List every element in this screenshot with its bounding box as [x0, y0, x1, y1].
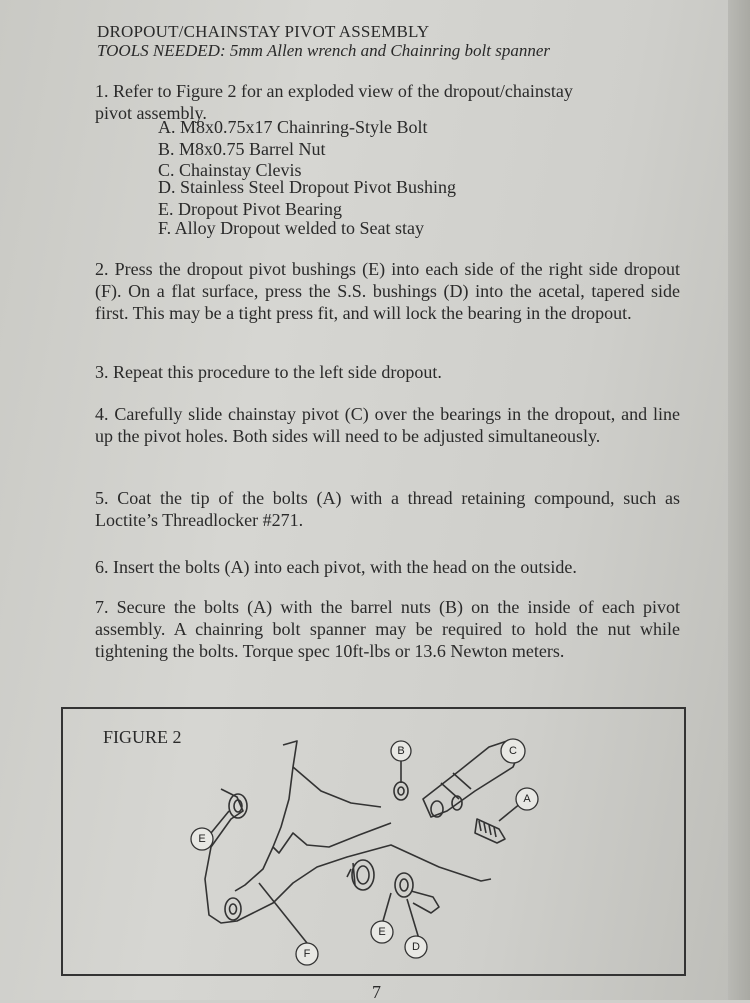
page-edge [728, 0, 750, 1000]
step-2: 2. Press the dropout pivot bushings (E) … [95, 259, 680, 323]
step-1-line-2: pivot assembly. [95, 103, 207, 123]
bearing-e-left [228, 793, 248, 819]
callout-e-right-circle [370, 920, 394, 944]
callout-f-circle [295, 942, 319, 966]
step-5: 5. Coat the tip of the bolts (A) with a … [95, 488, 680, 530]
seat-stay-drawing [272, 740, 392, 854]
step-7: 7. Secure the bolts (A) with the barrel … [95, 597, 680, 661]
part-a: A. M8x0.75x17 Chainring-Style Bolt [158, 117, 428, 137]
bolt-a [474, 818, 506, 844]
step-4: 4. Carefully slide chainstay pivot (C) o… [95, 404, 680, 446]
exploded-view-diagram: B C A E E D F [190, 738, 539, 966]
callout-d-circle [404, 935, 428, 959]
dropout-pivot-hole [224, 897, 242, 921]
callout-c-circle [500, 738, 526, 764]
callout-d: D [412, 941, 420, 953]
tools-needed: TOOLS NEEDED: 5mm Allen wrench and Chain… [97, 41, 551, 60]
page-number: 7 [372, 982, 381, 1002]
figure-label: FIGURE 2 [103, 727, 182, 747]
section-title: DROPOUT/CHAINSTAY PIVOT ASSEMBLY [97, 22, 430, 41]
step-6: 6. Insert the bolts (A) into each pivot,… [95, 557, 577, 577]
dropout-drawing [204, 788, 492, 924]
callout-e-left: E [198, 833, 205, 845]
bearing-e-right [351, 859, 375, 891]
callout-c: C [509, 745, 517, 757]
figure-box [61, 707, 686, 976]
callout-e-left-circle [190, 827, 214, 851]
bushing-d [394, 872, 414, 898]
callout-f: F [304, 948, 311, 960]
part-e: E. Dropout Pivot Bearing [158, 199, 342, 219]
step-3: 3. Repeat this procedure to the left sid… [95, 362, 442, 382]
part-d: D. Stainless Steel Dropout Pivot Bushing [158, 177, 457, 197]
callout-b: B [397, 745, 404, 757]
callout-b-circle [390, 740, 412, 762]
barrel-nut-b [393, 781, 409, 801]
part-b: B. M8x0.75 Barrel Nut [158, 139, 326, 159]
part-c: C. Chainstay Clevis [158, 160, 302, 180]
callout-a: A [523, 793, 531, 805]
callout-e-right: E [378, 926, 385, 938]
part-f: F. Alloy Dropout welded to Seat stay [158, 218, 425, 238]
step-1-line-1: 1. Refer to Figure 2 for an exploded vie… [95, 81, 573, 101]
callout-a-circle [515, 787, 539, 811]
